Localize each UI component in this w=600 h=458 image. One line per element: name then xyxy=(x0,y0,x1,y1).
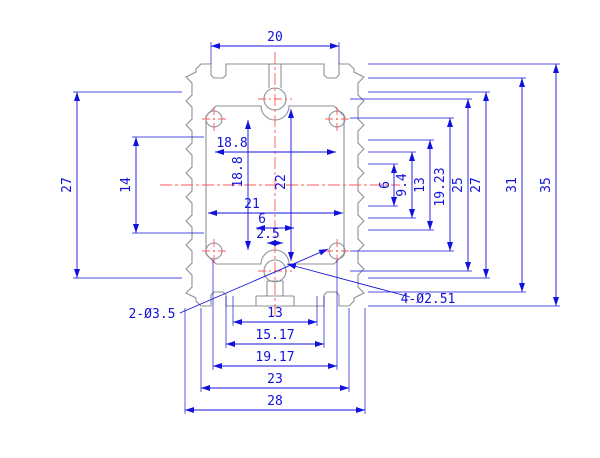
dim-label-notch_width: 6 xyxy=(258,212,266,227)
leader-label-corner_holes: 4-Ø2.51 xyxy=(401,292,456,307)
dim-label-bottom_d19_17: 19.17 xyxy=(255,350,294,365)
dim-label-right_d13: 13 xyxy=(413,177,428,193)
dim-label-right_d31: 31 xyxy=(505,177,520,193)
leader-left_holes xyxy=(179,248,329,314)
dim-label-inner_width_top: 18.8 xyxy=(216,136,247,151)
top-center-slot xyxy=(268,64,282,88)
dim-label-left_height: 27 xyxy=(60,177,75,193)
bottom-center-t-slot xyxy=(255,280,295,306)
dim-label-right_d25: 25 xyxy=(451,177,466,193)
dim-label-bottom_d13: 13 xyxy=(267,306,283,321)
dim-label-right_d35: 35 xyxy=(539,177,554,193)
leader-corner_holes xyxy=(286,263,411,298)
leader-label-left_holes: 2-Ø3.5 xyxy=(129,307,176,322)
dim-label-top_width: 20 xyxy=(267,30,283,45)
dim-label-bottom_d23: 23 xyxy=(267,372,283,387)
centerlines xyxy=(160,52,400,318)
dim-label-cavity_height: 22 xyxy=(274,174,289,190)
dim-label-bottom_d28: 28 xyxy=(267,394,283,409)
dim-label-right_d9_4: 9.4 xyxy=(395,173,410,197)
dim-label-right_d27: 27 xyxy=(469,177,484,193)
dim-label-bottom_d15_17: 15.17 xyxy=(255,328,294,343)
dim-label-left_inner_height: 14 xyxy=(119,177,134,193)
dim-label-right_d19_23: 19.23 xyxy=(433,167,448,206)
inner-cavity-outline xyxy=(205,105,345,265)
dim-label-right_d6: 6 xyxy=(378,181,393,189)
dim-label-inner_height: 18.8 xyxy=(231,156,246,187)
dim-label-slot_width: 21 xyxy=(244,197,260,212)
profile-outline xyxy=(185,63,365,307)
hole-crosshairs xyxy=(202,98,349,272)
dim-label-tab_width: 2.5 xyxy=(256,227,279,242)
